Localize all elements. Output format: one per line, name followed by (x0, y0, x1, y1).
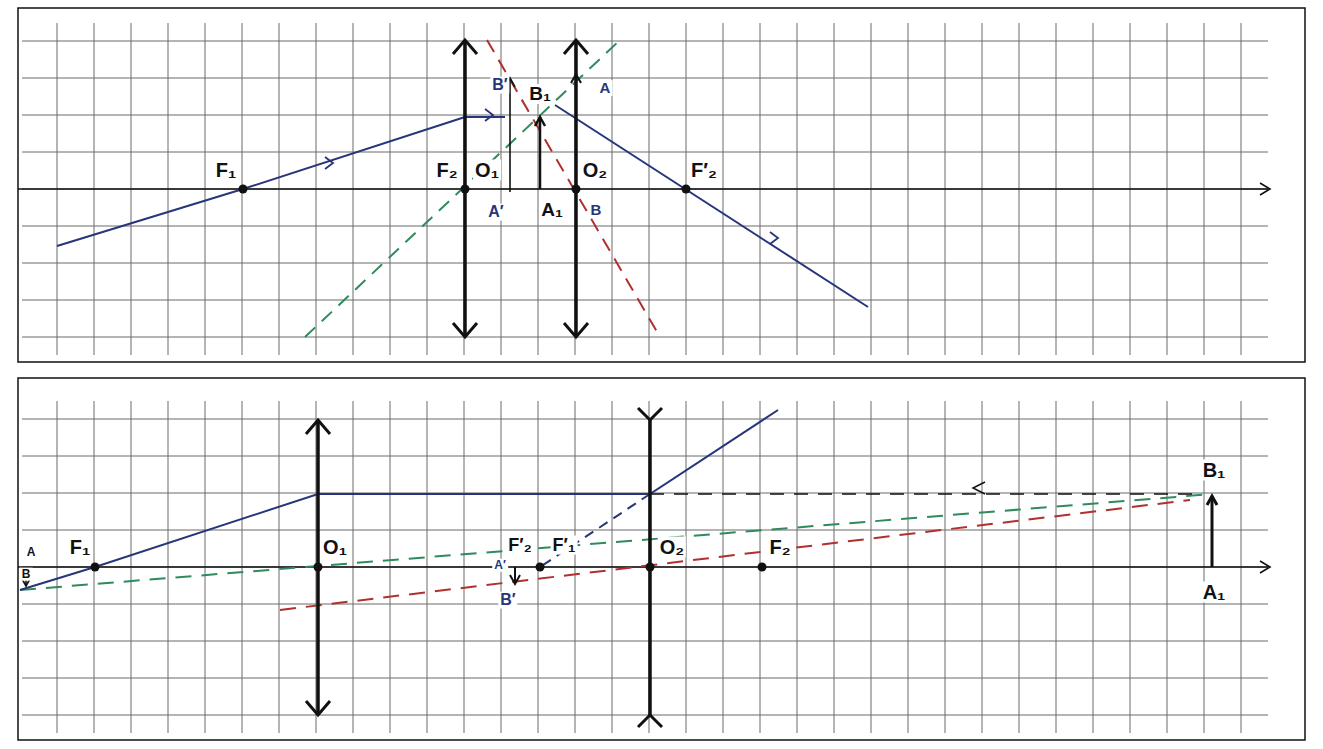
light-ray (453, 40, 477, 54)
point-label: F′₂ (506, 536, 533, 555)
focal-point (461, 185, 470, 194)
light-ray (564, 323, 588, 337)
light-ray (571, 74, 581, 83)
light-ray (535, 117, 545, 126)
light-ray (20, 494, 1212, 590)
grid-panel (18, 8, 1305, 362)
point-label: B′ (498, 592, 517, 609)
light-ray (638, 715, 662, 727)
point-label: O₁ (473, 160, 501, 181)
light-ray (57, 117, 465, 246)
focal-point (646, 563, 655, 572)
light-ray (325, 157, 333, 169)
point-label: O₂ (658, 537, 686, 558)
focal-point (758, 563, 767, 572)
light-ray (20, 410, 778, 590)
focal-point (239, 185, 248, 194)
light-ray (465, 116, 505, 118)
point-label: F₂ (767, 537, 792, 558)
point-label: A₁ (1201, 582, 1228, 603)
light-ray (575, 74, 577, 100)
light-ray (485, 109, 493, 121)
point-label: B (589, 202, 604, 218)
light-ray (1207, 496, 1217, 505)
point-label: F′₂ (689, 160, 719, 181)
light-ray (306, 420, 330, 434)
light-ray (973, 482, 985, 494)
point-label: A′ (492, 559, 508, 572)
light-ray (555, 105, 868, 307)
light-ray (770, 232, 778, 244)
focal-point (536, 563, 545, 572)
light-ray (305, 40, 620, 337)
light-ray (453, 323, 477, 337)
point-label: B (20, 568, 33, 581)
light-ray (487, 40, 660, 337)
point-label: A (598, 80, 613, 96)
focal-point (91, 563, 100, 572)
point-label: O₁ (321, 537, 349, 558)
point-label: B′ (490, 77, 509, 94)
light-ray (540, 494, 650, 567)
focal-point (314, 563, 323, 572)
point-label: A′ (486, 204, 505, 221)
light-ray (280, 500, 1190, 610)
focal-point (572, 185, 581, 194)
light-ray (510, 575, 520, 584)
point-label: F′₁ (551, 536, 578, 555)
point-label: A₁ (539, 200, 565, 220)
point-label: F₂ (434, 160, 459, 181)
point-label: F₁ (68, 537, 93, 558)
light-ray (539, 117, 542, 189)
light-ray (650, 493, 1200, 495)
point-label: F₁ (214, 160, 239, 181)
light-ray (1211, 496, 1214, 567)
light-ray (509, 78, 511, 192)
grid-panel (18, 378, 1305, 740)
point-label: O₂ (581, 160, 609, 181)
focal-point (682, 185, 691, 194)
light-ray (306, 701, 330, 715)
light-ray (638, 408, 662, 420)
point-label: B₁ (527, 84, 553, 104)
point-label: A (25, 546, 38, 559)
point-label: B₁ (1201, 460, 1228, 481)
light-ray (564, 40, 588, 54)
